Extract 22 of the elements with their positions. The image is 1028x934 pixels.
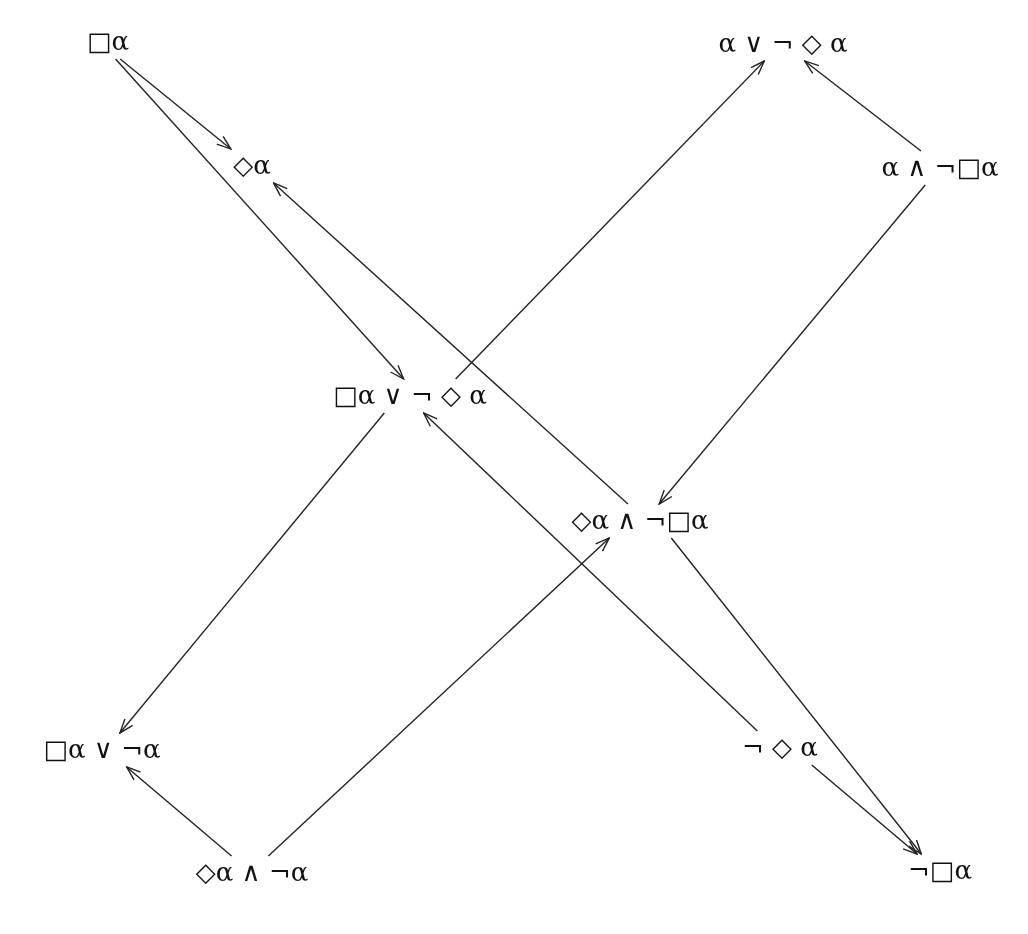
formula-label: □α <box>86 27 130 57</box>
arrow <box>125 766 233 857</box>
formula-label: α ∧ ¬□α <box>881 153 999 183</box>
formula-label: □α ∨ ¬ ◇ α <box>333 381 487 411</box>
arrow <box>658 184 926 505</box>
formula-label: ◇α ∧ ¬α <box>195 858 309 888</box>
arrow <box>422 412 759 732</box>
arrow <box>114 58 405 380</box>
arrow <box>804 60 922 152</box>
formula-label: □α ∨ ¬α <box>43 735 161 765</box>
arrow <box>811 764 918 855</box>
formula-label: ¬ ◇ α <box>742 733 818 763</box>
arrow <box>119 412 385 734</box>
formula-label: α ∨ ¬ ◇ α <box>718 29 848 59</box>
formula-label: ◇α ∧ ¬□α <box>571 506 709 536</box>
arrow <box>267 537 611 857</box>
arrow <box>670 537 923 855</box>
formula-label: ◇α <box>233 151 271 181</box>
arrow <box>119 58 232 150</box>
arrow <box>454 60 766 380</box>
arrow <box>272 182 629 505</box>
formula-label: ¬□α <box>908 856 972 886</box>
